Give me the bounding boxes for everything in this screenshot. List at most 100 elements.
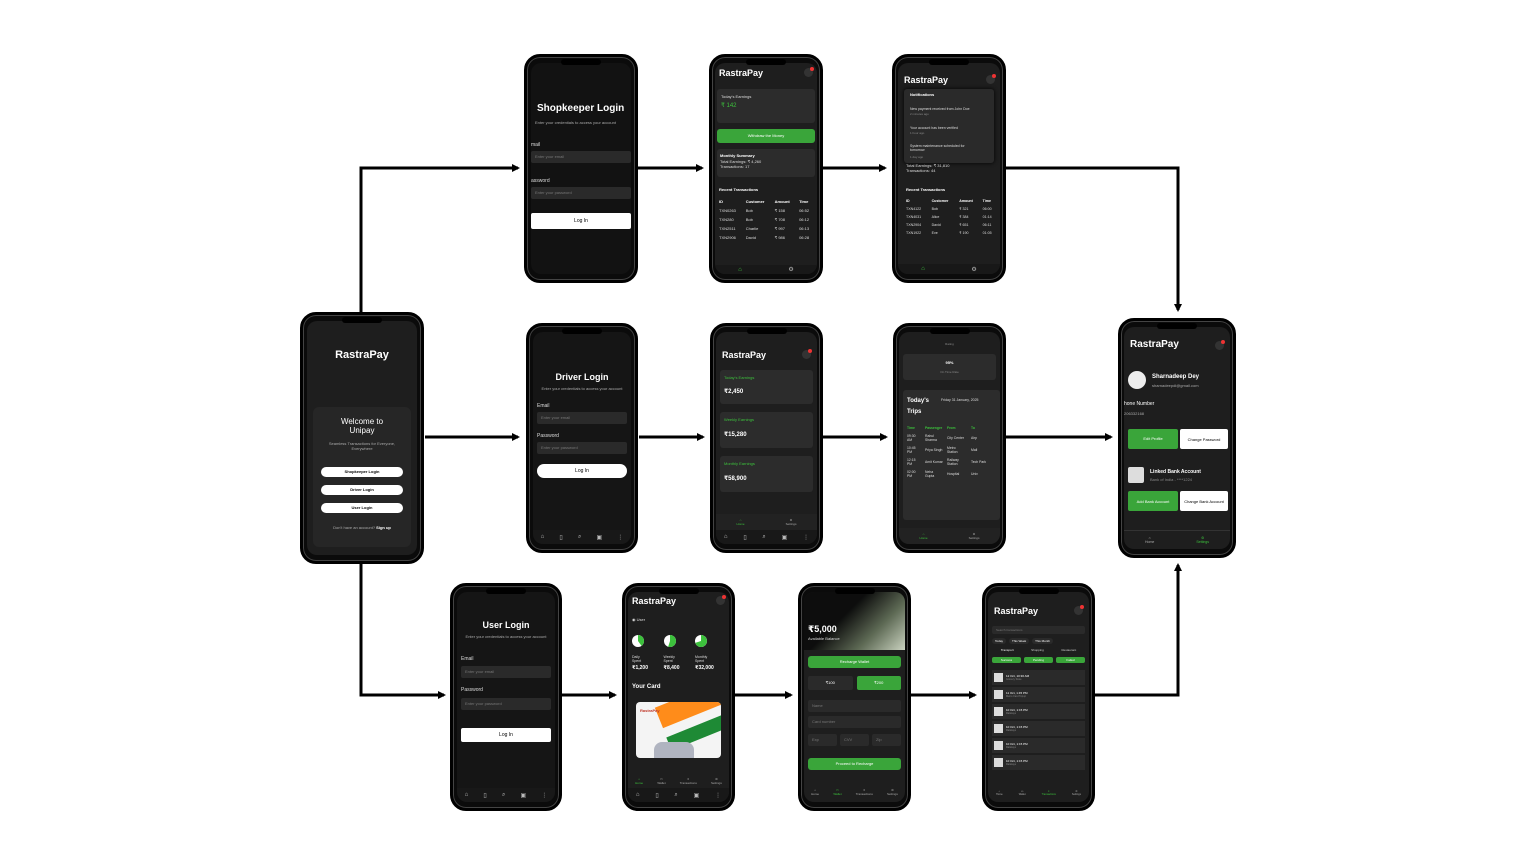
- status-chip[interactable]: Success: [992, 657, 1021, 663]
- tabs-icon[interactable]: ▣: [520, 792, 527, 799]
- change-password-button[interactable]: Change Password: [1180, 429, 1228, 449]
- nav-home[interactable]: ⌂Home: [919, 532, 928, 540]
- search-icon[interactable]: ⌕: [674, 791, 678, 798]
- table-header-row: ID Customer Amount Time: [904, 197, 998, 205]
- home-icon[interactable]: ⌂: [921, 266, 925, 272]
- shopkeeper-login-button[interactable]: Shopkeeper Login: [321, 467, 403, 477]
- home-icon[interactable]: ⌂: [738, 266, 742, 273]
- change-bank-button[interactable]: Change Bank Account: [1180, 491, 1228, 511]
- password-input[interactable]: Enter your password: [531, 187, 631, 199]
- search-input[interactable]: Search transactions: [992, 626, 1085, 634]
- type-tab[interactable]: Transport: [1000, 648, 1014, 652]
- home-icon[interactable]: ⌂: [723, 534, 728, 540]
- nav-label: Settings: [968, 536, 980, 540]
- amount-option-selected[interactable]: ₹200: [856, 676, 901, 690]
- search-icon[interactable]: ⌕: [762, 533, 766, 540]
- email-input[interactable]: Enter your email: [461, 666, 551, 678]
- password-input[interactable]: Enter your password: [537, 442, 627, 454]
- nav-transactions[interactable]: ≡Transactions: [1041, 790, 1056, 796]
- amount-option[interactable]: ₹100: [808, 676, 853, 690]
- recharge-wallet-button[interactable]: Recharge Wallet: [808, 656, 901, 668]
- nav-settings[interactable]: ⚙Settings: [1071, 790, 1081, 796]
- driver-login-button[interactable]: Driver Login: [321, 485, 403, 495]
- more-icon[interactable]: ⋮: [803, 534, 810, 541]
- notification-text: System maintenance scheduled for tomorro…: [910, 144, 965, 152]
- type-tab[interactable]: Shopping: [1031, 648, 1044, 652]
- nav-wallet[interactable]: ▭Wallet: [657, 777, 666, 785]
- bookmark-icon[interactable]: ▯: [655, 792, 659, 799]
- add-bank-button[interactable]: Add Bank Account: [1128, 491, 1178, 511]
- proceed-recharge-button[interactable]: Proceed to Recharge: [808, 758, 901, 770]
- bookmark-icon[interactable]: ▯: [483, 792, 487, 799]
- notification-bell-icon[interactable]: [1215, 340, 1225, 350]
- more-icon[interactable]: ⋮: [541, 792, 548, 799]
- tabs-icon[interactable]: ▣: [596, 534, 603, 541]
- tabs-icon[interactable]: ▣: [781, 534, 788, 541]
- edit-profile-button[interactable]: Edit Profile: [1128, 429, 1178, 449]
- home-icon[interactable]: ⌂: [635, 792, 640, 798]
- payment-card[interactable]: RastraPay: [636, 702, 721, 758]
- password-input[interactable]: Enter your password: [461, 698, 551, 710]
- notification-bell-icon[interactable]: [804, 67, 814, 77]
- nav-home[interactable]: ⌂Home: [1145, 536, 1155, 544]
- more-icon[interactable]: ⋮: [715, 792, 722, 799]
- exp-input[interactable]: Exp: [808, 734, 837, 746]
- nav-settings[interactable]: ⚙Settings: [968, 532, 980, 540]
- nav-transactions[interactable]: ≡Transactions: [855, 788, 873, 796]
- nav-home[interactable]: ⌂Home: [635, 777, 644, 785]
- card-number-input[interactable]: Card number: [808, 716, 901, 728]
- amount-row: ₹100 ₹200: [808, 676, 901, 690]
- gear-icon[interactable]: ⚙: [971, 266, 977, 273]
- nav-wallet[interactable]: ▭Wallet: [833, 788, 842, 796]
- system-nav: ⌂ ▯ ⌕ ▣ ⋮: [457, 788, 555, 802]
- nav-home[interactable]: ⌂Home: [996, 790, 1003, 796]
- notification-bell-icon[interactable]: [1074, 605, 1084, 615]
- email-input[interactable]: Enter your email: [531, 151, 631, 163]
- cvv-input[interactable]: CVV: [840, 734, 869, 746]
- login-button[interactable]: Log In: [537, 464, 627, 478]
- withdraw-button[interactable]: Withdraw the Money: [717, 129, 815, 143]
- cell: 12:15 PM: [907, 458, 916, 466]
- bookmark-icon[interactable]: ▯: [559, 534, 563, 541]
- user-login-button[interactable]: User Login: [321, 503, 403, 513]
- notification-bell-icon[interactable]: [802, 349, 812, 359]
- signup-link[interactable]: Sign up: [376, 525, 391, 530]
- bookmark-icon[interactable]: ▯: [743, 534, 747, 541]
- nav-home[interactable]: ⌂Home: [811, 788, 820, 796]
- nav-home[interactable]: ⌂Home: [736, 518, 745, 526]
- monthly-line: Transactions: 17: [720, 164, 750, 169]
- login-button[interactable]: Log In: [531, 213, 631, 229]
- notification-bell-icon[interactable]: [986, 74, 996, 84]
- search-icon[interactable]: ⌕: [577, 533, 582, 540]
- filter-chip[interactable]: This Week: [1009, 638, 1030, 644]
- nav-transactions[interactable]: ≡Transactions: [679, 777, 697, 785]
- nav-wallet[interactable]: ▭Wallet: [1018, 790, 1026, 796]
- earnings-label: Weekly Earnings: [724, 417, 754, 422]
- filter-chip[interactable]: Today: [992, 638, 1007, 644]
- nav-settings[interactable]: ⚙Settings: [1196, 536, 1209, 544]
- zip-input[interactable]: Zip: [872, 734, 901, 746]
- email-input[interactable]: Enter your email: [537, 412, 627, 424]
- name-input[interactable]: Name: [808, 700, 901, 712]
- type-tab[interactable]: Restaurant: [1061, 648, 1077, 652]
- nav-settings[interactable]: ⚙Settings: [785, 518, 797, 526]
- more-icon[interactable]: ⋮: [617, 534, 624, 541]
- search-icon[interactable]: ⌕: [501, 791, 506, 798]
- gear-icon[interactable]: ⚙: [788, 267, 794, 273]
- home-icon[interactable]: ⌂: [464, 792, 469, 798]
- login-button[interactable]: Log In: [461, 728, 551, 742]
- status-chip[interactable]: Failed: [1056, 657, 1085, 663]
- filter-chip[interactable]: This Month: [1032, 638, 1053, 644]
- status-chip[interactable]: Pending: [1024, 657, 1053, 663]
- tabs-icon[interactable]: ▣: [693, 792, 700, 799]
- nav-settings[interactable]: ⚙Settings: [887, 788, 898, 796]
- notification-bell-icon[interactable]: [716, 595, 726, 605]
- nav-settings[interactable]: ⚙Settings: [711, 777, 722, 785]
- home-icon[interactable]: ⌂: [540, 534, 545, 540]
